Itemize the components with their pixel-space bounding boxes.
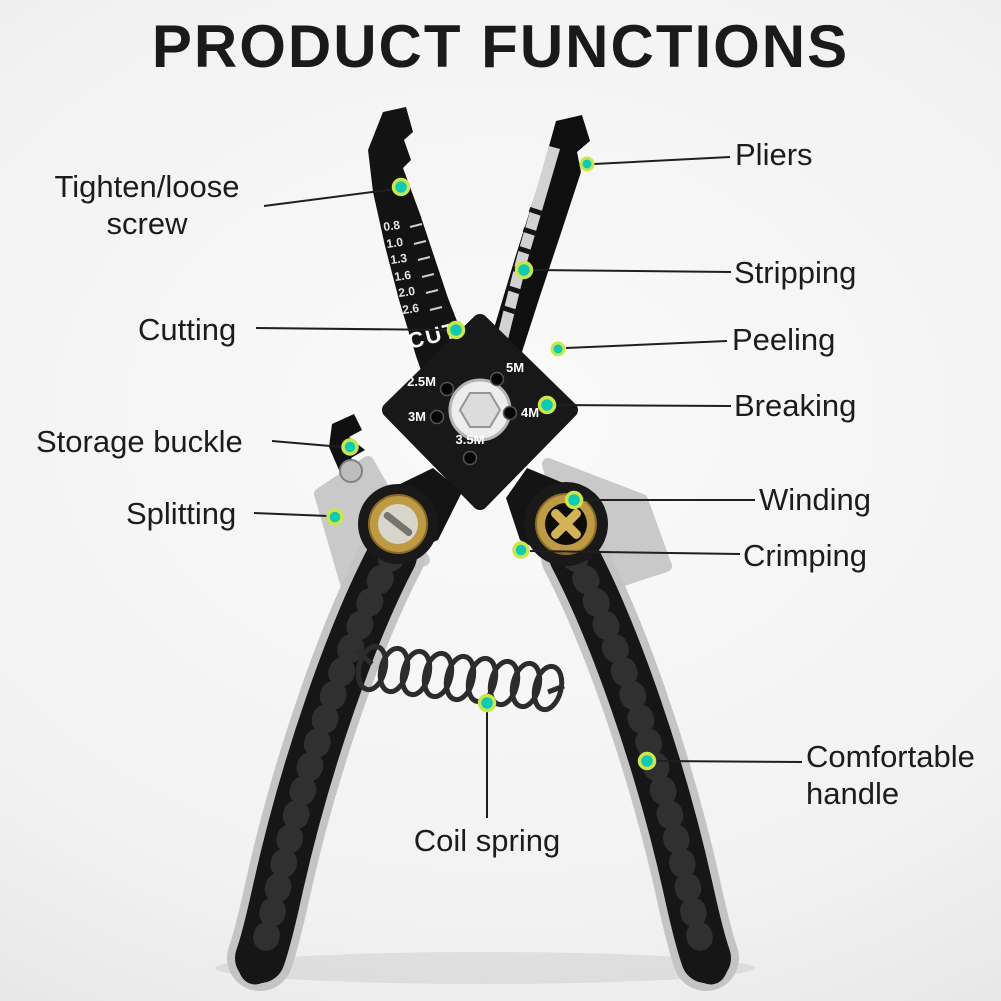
callout-comfortable-handle [637,751,803,771]
callout-label-storage-buckle: Storage buckle [36,424,243,459]
callout-dot [564,490,584,510]
callout-label-peeling: Peeling [732,322,836,357]
callout-dot [477,693,497,713]
callout-pliers [579,156,731,172]
left-grommet [368,494,428,554]
gauge-label: 1.0 [385,235,404,251]
right-handle-texture [561,543,719,971]
hub-holes [429,371,518,466]
callout-dot [537,395,557,415]
callout-breaking [537,395,732,415]
hole-size-label: 4M [521,405,539,420]
callout-dot [579,156,595,172]
callout-peeling [550,340,728,357]
gauge-label: 2.6 [401,301,420,317]
callout-dot [341,438,359,456]
callout-label-stripping: Stripping [734,255,857,290]
right-grommet [535,493,597,555]
callout-label-pliers: Pliers [735,137,813,172]
callout-label-breaking: Breaking [734,388,857,423]
callout-label-comfortable-handle: Comfortable handle [806,739,975,812]
wire-gauge-notches [409,223,443,311]
right-jaw-highlight [489,146,560,372]
hub-hole-labels: 2.5M 5M 3M 4M 3.5M [407,360,539,447]
coil-spring [354,643,565,713]
callout-label-coil-spring: Coil spring [413,823,561,858]
callout-storage-buckle [271,438,359,456]
callout-splitting [253,508,344,526]
storage-buckle-ball [339,459,363,483]
callout-tighten-loose-screw [263,177,411,207]
callout-dot [391,177,411,197]
pivot-nut [458,392,502,428]
hole-size-label: 5M [506,360,524,375]
callout-crimping [512,541,741,559]
gauge-label: 1.6 [393,268,412,284]
callout-dot [514,260,534,280]
page-title: PRODUCT FUNCTIONS [151,13,850,80]
gauge-label: 0.8 [382,218,401,234]
callout-lines [253,156,803,818]
left-handle-texture [247,543,405,971]
ground-shadow [215,952,755,984]
hole-size-label: 3.5M [456,432,485,447]
callout-dot [446,320,466,340]
callout-dot [637,751,657,771]
gauge-label: 2.0 [397,284,416,300]
callout-label-winding: Winding [759,482,871,517]
callout-dot [512,541,530,559]
callout-label-cutting: Cutting [138,312,237,347]
callout-dot [550,341,566,357]
tool-illustration: 0.8 1.0 1.3 1.6 2.0 2.6 CUT [227,107,739,991]
gauge-label: 1.3 [389,251,408,267]
callout-label-splitting: Splitting [126,496,237,531]
callout-stripping [514,260,732,280]
callout-label-crimping: Crimping [743,538,868,573]
callout-winding [564,490,755,510]
callout-cutting [255,320,466,340]
hole-size-label: 3M [408,409,426,424]
callout-dot [326,508,344,526]
hole-size-label: 2.5M [407,374,436,389]
callout-label-tighten-loose-screw: Tighten/loose screw [54,169,240,242]
wire-gauge-labels: 0.8 1.0 1.3 1.6 2.0 2.6 [382,218,420,317]
callout-coil-spring [477,693,497,818]
